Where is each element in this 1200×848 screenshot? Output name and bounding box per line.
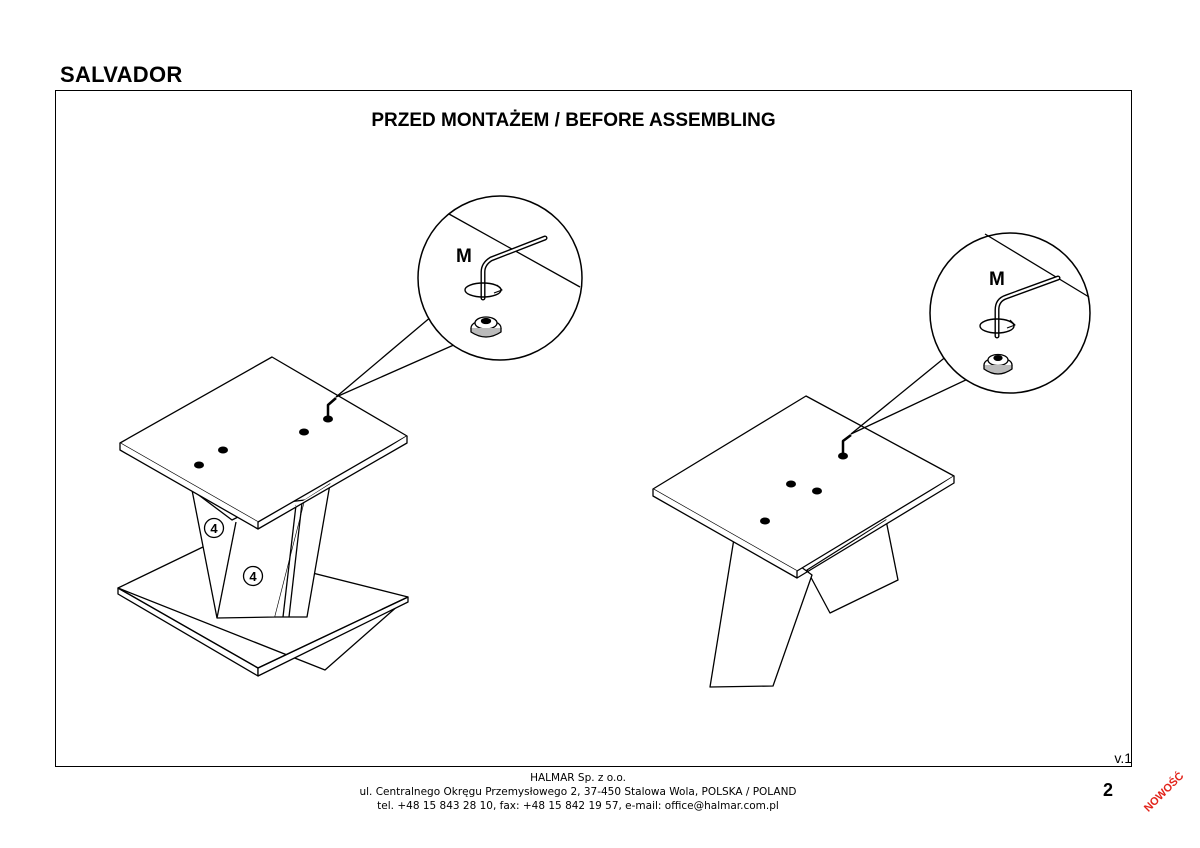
part-number-label: 4 [210,521,218,536]
right-allen-key-tip [841,434,852,455]
right-table-top [652,395,955,579]
part-number-circle [242,565,264,587]
left-leader-line [335,315,433,398]
right-leader-line [850,377,971,435]
part-number-circle [203,517,225,539]
page-number: 2 [1103,780,1114,800]
right-table-illustration [652,354,971,688]
left-tool-label: M [456,246,472,267]
left-allen-key-tip [326,397,337,418]
section-title: PRZED MONTAŻEM / BEFORE ASSEMBLING [371,110,776,131]
right-tool-label: M [989,269,1005,290]
left-magnifier-detail [417,195,583,361]
left-leg-panels [191,483,331,619]
footer: HALMAR Sp. z o.o. ul. Centralnego Okręgu… [0,771,1156,813]
footer-address: ul. Centralnego Okręgu Przemysłowego 2, … [359,786,797,798]
right-leader-line [850,354,949,435]
right-top-holes [760,452,848,525]
part-number-label: 4 [249,569,257,584]
left-table-illustration [117,315,457,677]
left-top-holes [194,415,333,469]
right-back-leg [806,519,899,614]
left-leader-line [335,343,457,398]
version-label: v.1 [1114,750,1132,766]
drawing-frame [55,90,1132,767]
footer-company: HALMAR Sp. z o.o. [530,772,626,784]
product-name: SALVADOR [60,62,183,87]
left-table-top [119,356,408,530]
footer-contact: tel. +48 15 843 28 10, fax: +48 15 842 1… [377,800,779,812]
right-magnifier-detail [929,232,1091,394]
